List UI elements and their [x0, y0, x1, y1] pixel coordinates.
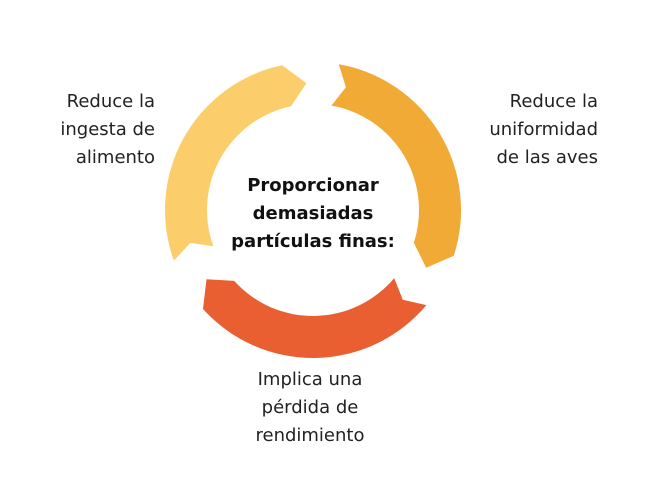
label-left-line-2: ingesta de — [60, 119, 155, 140]
center-title-line-2: demasiadas — [252, 203, 374, 224]
label-bottom: Implica una pérdida de rendimiento — [220, 366, 400, 450]
center-title-line-3: partículas finas: — [231, 231, 395, 252]
segment-bottom-arrow — [203, 278, 427, 358]
label-right: Reduce la uniformidad de las aves — [462, 88, 598, 172]
center-title-line-1: Proporcionar — [247, 175, 379, 196]
label-right-line-3: de las aves — [496, 147, 599, 168]
label-left-line-3: alimento — [75, 147, 155, 168]
label-bottom-line-1: Implica una — [257, 369, 363, 390]
label-bottom-line-2: pérdida de — [261, 397, 359, 418]
label-left-line-1: Reduce la — [66, 91, 155, 112]
label-bottom-line-3: rendimiento — [255, 425, 365, 446]
segment-left-arrow — [164, 65, 307, 261]
segment-right-arrow — [331, 64, 462, 268]
center-title: Proporcionar demasiadas partículas finas… — [203, 172, 423, 256]
label-right-line-1: Reduce la — [509, 91, 598, 112]
label-left: Reduce la ingesta de alimento — [40, 88, 155, 172]
label-right-line-2: uniformidad — [489, 119, 598, 140]
